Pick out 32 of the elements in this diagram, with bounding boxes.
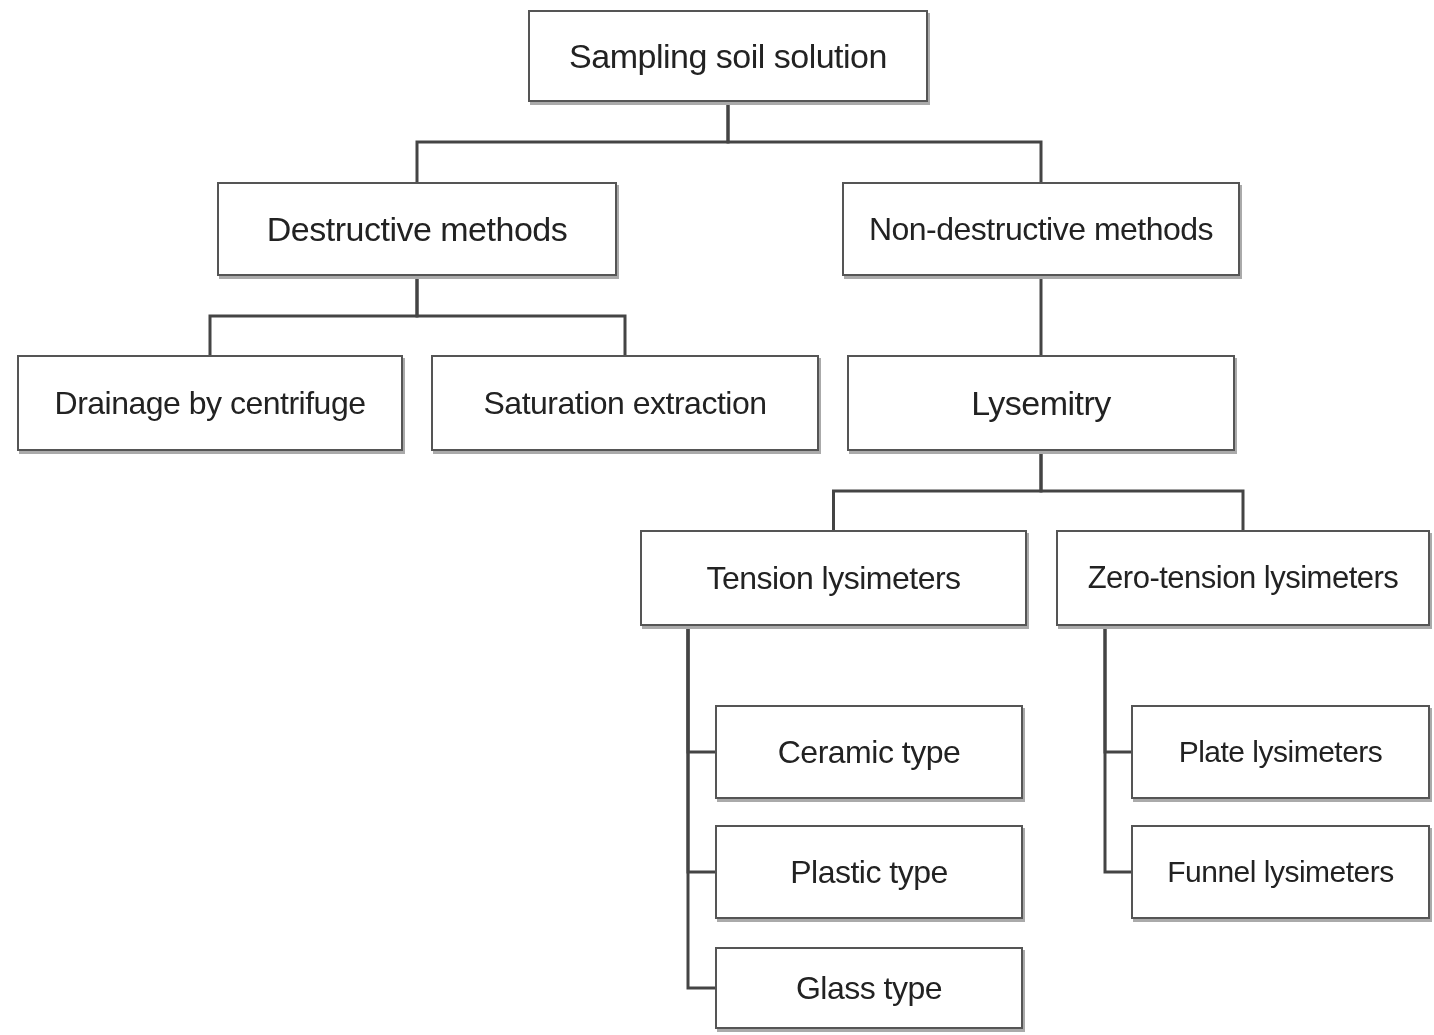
category-box xyxy=(528,10,928,102)
box-label: Saturation extraction xyxy=(483,384,767,422)
category-box xyxy=(1056,530,1430,626)
box-label: Destructive methods xyxy=(266,209,568,249)
category-box xyxy=(431,355,819,451)
connector-line xyxy=(726,102,1043,182)
box-label: Funnel lysimeters xyxy=(1167,855,1394,889)
box-label: Tension lysimeters xyxy=(706,559,961,597)
box-label: Glass type xyxy=(795,969,943,1007)
box-label: Zero-tension lysimeters xyxy=(1087,560,1399,596)
category-box xyxy=(715,705,1023,799)
category-box xyxy=(715,947,1023,1029)
connector-line xyxy=(1039,276,1043,355)
box-label: Non-destructive methods xyxy=(868,210,1214,248)
connector-line xyxy=(1103,626,1131,874)
connector-line xyxy=(686,626,715,990)
box-label: Ceramic type xyxy=(777,733,961,771)
box-label: Plate lysimeters xyxy=(1178,735,1383,769)
box-label: Sampling soil solution xyxy=(569,36,887,76)
category-box xyxy=(217,182,617,276)
category-box xyxy=(1131,705,1430,799)
box-label: Drainage by centrifuge xyxy=(54,384,366,422)
category-box xyxy=(842,182,1240,276)
connector-line xyxy=(1039,451,1245,530)
connector-line xyxy=(415,276,627,355)
category-box xyxy=(847,355,1235,451)
category-box xyxy=(715,825,1023,919)
category-box xyxy=(640,530,1027,626)
box-label: Lysemitry xyxy=(971,383,1111,423)
category-box xyxy=(1131,825,1430,919)
category-box xyxy=(17,355,403,451)
box-label: Plastic type xyxy=(790,853,948,891)
